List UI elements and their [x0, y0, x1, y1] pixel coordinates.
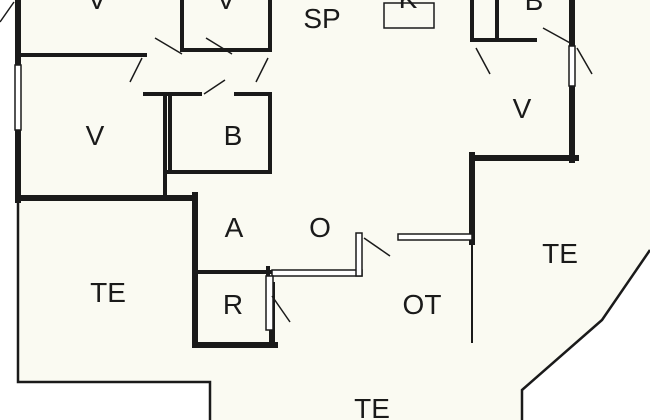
- walls: [15, 0, 579, 348]
- room-label-b-top-right: B: [525, 0, 544, 16]
- door: [0, 1, 15, 23]
- door: [154, 37, 183, 55]
- windows: [14, 45, 576, 331]
- door: [255, 57, 269, 83]
- room-label-a: A: [225, 212, 244, 243]
- kitchen-counter: [383, 2, 435, 29]
- room-label-v-left: V: [86, 120, 105, 151]
- window: [397, 233, 473, 241]
- room-label-te-bottom: TE: [354, 393, 390, 420]
- room-label-v-top-mid: V: [217, 0, 236, 15]
- room-label-k: K: [399, 0, 418, 14]
- door: [205, 37, 233, 55]
- door: [363, 237, 391, 257]
- window: [271, 269, 363, 277]
- window: [568, 45, 576, 87]
- room-label-sp: SP: [303, 3, 340, 34]
- door: [542, 27, 573, 45]
- window: [355, 232, 363, 277]
- door: [203, 79, 226, 95]
- door: [129, 57, 143, 83]
- door: [576, 47, 593, 75]
- terrace-left-edge: [16, 198, 212, 420]
- terrace-floor: [18, 0, 650, 420]
- window: [265, 275, 274, 331]
- room-label-v-top-left: V: [88, 0, 107, 15]
- room-label-r: R: [223, 289, 243, 320]
- doors: [0, 1, 593, 323]
- room-label-o: O: [309, 212, 331, 243]
- floor-areas: [14, 0, 650, 420]
- room-label-v-right: V: [513, 93, 532, 124]
- interior-floor: [14, 0, 578, 345]
- room-labels: V V SP K B V B V A O TE TE R OT TE: [86, 0, 578, 420]
- room-label-b-mid: B: [224, 120, 243, 151]
- terrace-right-edge: [520, 249, 650, 420]
- door: [271, 295, 291, 323]
- room-label-te-left: TE: [90, 277, 126, 308]
- door: [475, 47, 491, 75]
- room-label-ot: OT: [403, 289, 442, 320]
- room-label-te-right: TE: [542, 238, 578, 269]
- window: [14, 64, 22, 131]
- terrace-outline: [16, 198, 650, 420]
